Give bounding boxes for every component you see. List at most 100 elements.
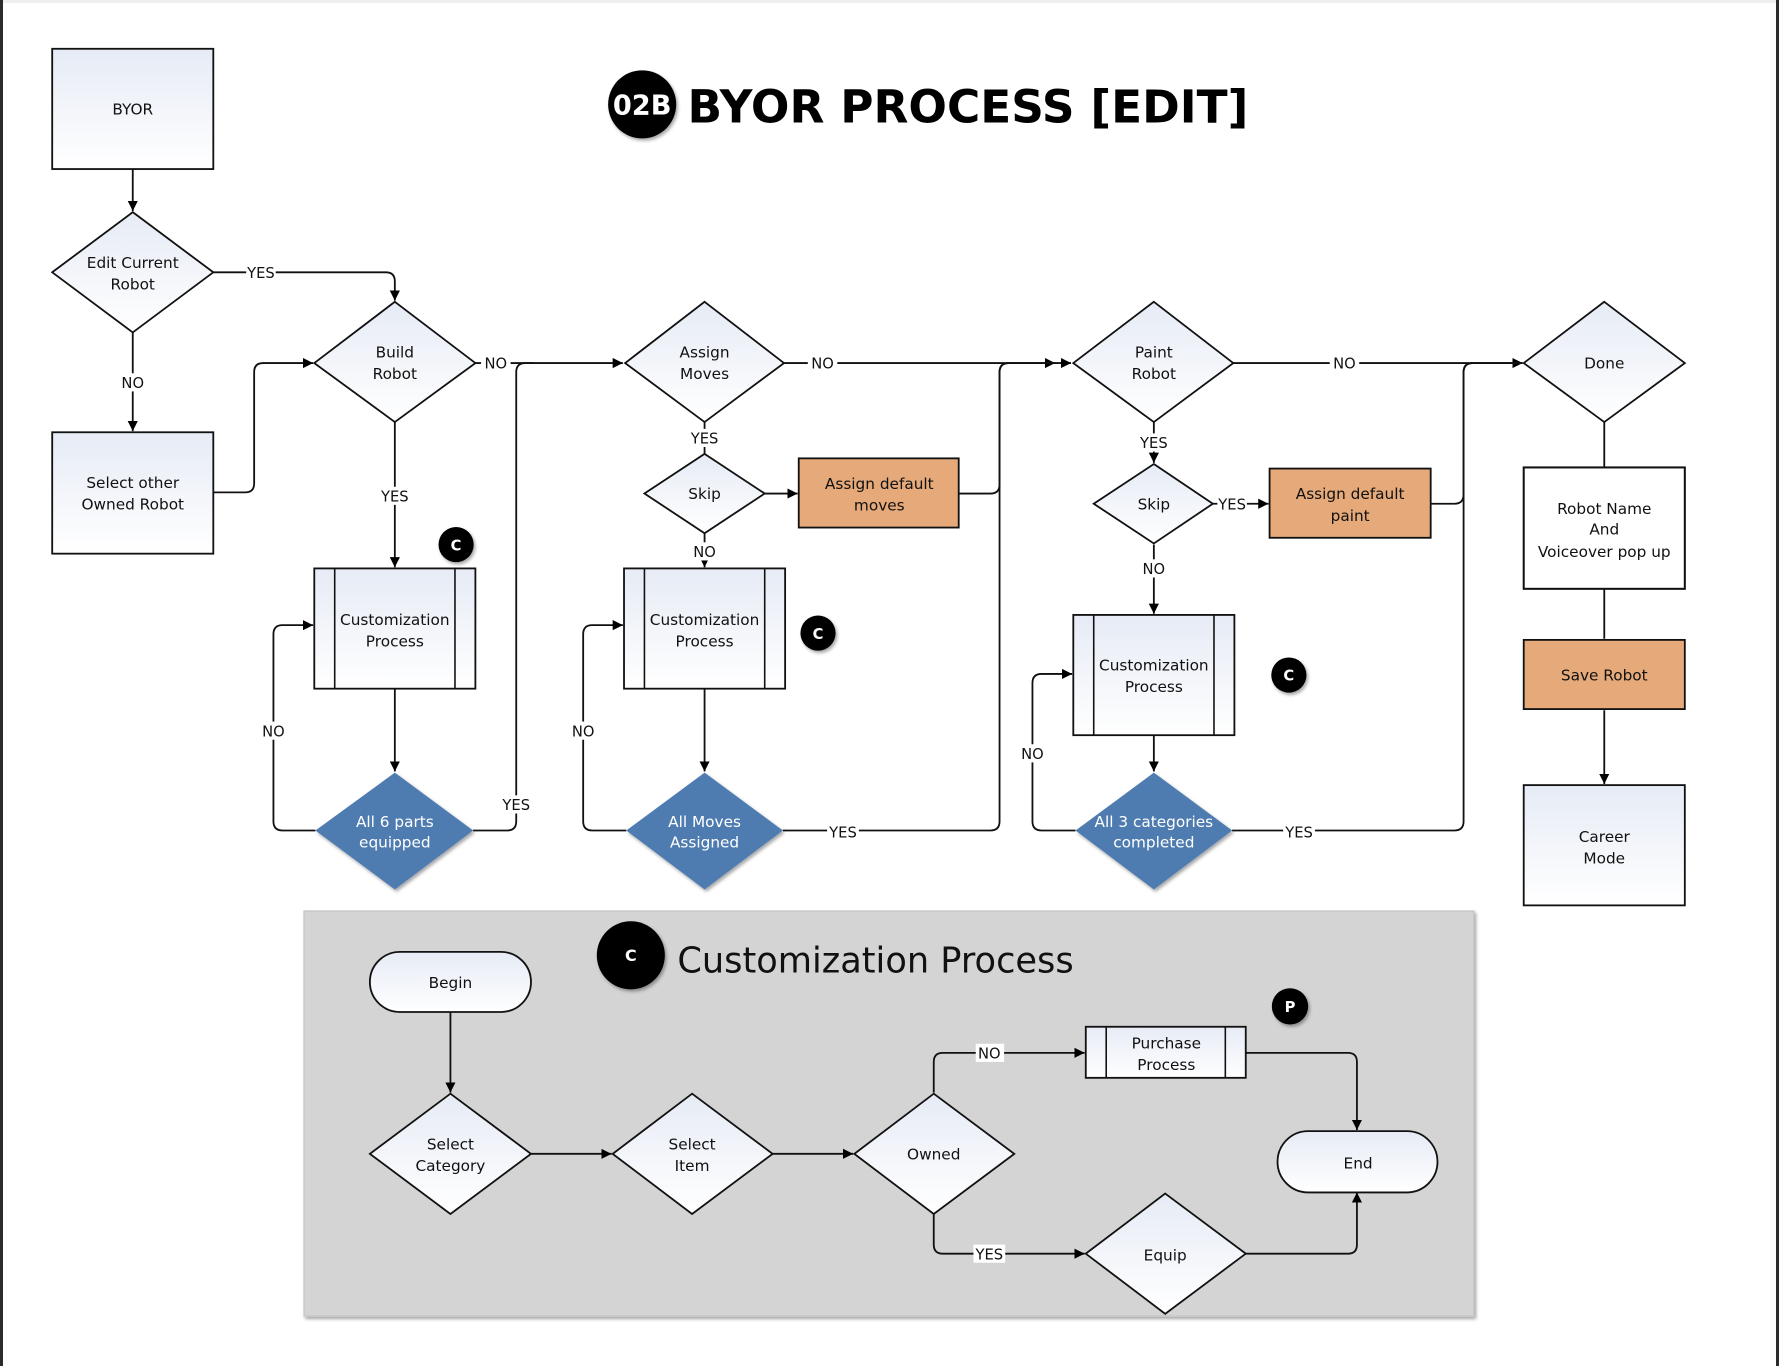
badge-c-2: C [800,615,836,651]
panel-badge [596,921,665,990]
decision-paint-robot[interactable]: Paint Robot [1071,300,1235,424]
page-title: 02B BYOR PROCESS [EDIT] [608,70,1249,139]
node-byor[interactable]: BYOR [51,47,215,170]
node-career-mode[interactable]: Career Mode [1522,784,1686,907]
decision-select-category[interactable]: Select Category [368,1092,533,1216]
decision-skip-paint[interactable]: Skip [1092,462,1215,545]
svg-text:Voiceover pop up: Voiceover pop up [1538,543,1671,561]
label-check2-no: NO [572,723,595,740]
svg-text:Select other: Select other [86,474,180,492]
subprocess-purchase-process[interactable]: Purchase Process [1084,1025,1247,1079]
svg-text:Paint: Paint [1135,343,1173,361]
label-paint-yes: YES [1139,435,1168,452]
svg-text:C: C [1283,668,1294,685]
svg-text:Mode: Mode [1583,849,1625,867]
action-assign-default-paint[interactable]: Assign default paint [1268,467,1432,539]
label-skip-paint-yes: YES [1217,496,1246,513]
svg-text:End: End [1344,1155,1373,1173]
svg-text:Assign: Assign [680,343,730,361]
decision-equip[interactable]: Equip [1084,1192,1248,1315]
page-right-border [1776,0,1779,1366]
svg-text:C: C [813,626,824,643]
svg-text:Build: Build [376,343,414,361]
action-save-robot[interactable]: Save Robot [1522,638,1686,711]
subprocess-customization-1[interactable]: Customization Process [313,567,477,690]
label-owned-no: NO [978,1046,1001,1063]
node-robot-name-voiceover-popup[interactable]: Robot Name And Voiceover pop up [1522,466,1686,590]
svg-text:Equip: Equip [1144,1246,1187,1264]
svg-text:moves: moves [854,497,905,515]
label-edit-yes: YES [246,265,275,282]
svg-text:Moves: Moves [680,365,729,383]
label-assign-no: NO [811,356,834,373]
badge-p: P [1271,988,1309,1025]
check-all-3-categories-completed[interactable]: All 3 categories completed [1075,772,1233,890]
svg-text:Process: Process [676,633,734,651]
label-edit-no: NO [121,375,144,392]
label-owned-yes: YES [975,1246,1004,1263]
sub-connectors [445,1012,1363,1259]
edge-check1-yes-assign [473,362,534,832]
decision-select-item[interactable]: Select Item [611,1092,775,1216]
label-check3-yes: YES [1284,824,1313,841]
svg-text:C: C [451,537,462,554]
action-assign-default-moves[interactable]: Assign default moves [797,457,960,529]
svg-text:All Moves: All Moves [668,813,741,831]
panel-title: C Customization Process [596,921,1074,990]
svg-text:Skip: Skip [1138,495,1171,513]
decision-done[interactable]: Done [1522,300,1687,424]
badge-c-3: C [1271,657,1307,693]
label-skip-paint-no: NO [1143,561,1166,578]
label-build-no: NO [484,356,507,373]
svg-text:Career: Career [1579,828,1631,846]
edge-check2-yes-paint [782,362,1009,832]
label-check3-no: NO [1021,746,1044,763]
svg-text:completed: completed [1113,834,1194,852]
svg-text:Done: Done [1584,355,1624,373]
label-check2-yes: YES [828,824,857,841]
svg-text:Customization: Customization [1099,657,1209,675]
check-all-moves-assigned[interactable]: All Moves Assigned [626,772,783,890]
decision-edit-current-robot[interactable]: Edit Current Robot [50,211,215,334]
subprocess-customization-2[interactable]: Customization Process [623,567,787,690]
edge-edit-yes-build [213,271,400,301]
svg-text:BYOR: BYOR [112,101,153,119]
label-assign-yes: YES [690,431,719,448]
decision-assign-moves[interactable]: Assign Moves [623,300,786,424]
svg-text:And: And [1589,520,1619,538]
svg-text:All 6 parts: All 6 parts [356,813,434,831]
svg-text:Process: Process [1125,678,1183,696]
label-check1-yes: YES [501,797,530,814]
svg-text:Purchase: Purchase [1132,1034,1201,1052]
svg-text:Category: Category [415,1157,485,1175]
terminal-begin[interactable]: Begin [368,950,532,1013]
page-left-border [0,0,3,1366]
svg-text:Item: Item [675,1157,710,1175]
main-edge-labels: YES NO NO YES NO YES NO YES NO NO YES NO… [118,263,1360,841]
svg-text:Save Robot: Save Robot [1561,667,1648,685]
svg-text:Robot: Robot [1132,365,1176,383]
svg-text:Process: Process [366,633,424,651]
title-badge-text: 02B [613,91,672,122]
check-all-6-parts-equipped[interactable]: All 6 parts equipped [315,772,474,890]
svg-text:Process: Process [1137,1056,1195,1074]
svg-text:Assigned: Assigned [670,834,739,852]
terminal-end[interactable]: End [1276,1130,1439,1194]
svg-text:paint: paint [1331,507,1370,525]
subprocess-customization-3[interactable]: Customization Process [1072,614,1236,737]
svg-text:Robot Name: Robot Name [1557,500,1651,518]
decision-build-robot[interactable]: Build Robot [312,300,477,424]
title-text: BYOR PROCESS [EDIT] [688,81,1249,134]
panel-title-text: Customization Process [677,940,1073,981]
label-paint-no: NO [1333,356,1356,373]
label-check1-no: NO [262,723,285,740]
svg-text:Robot: Robot [373,365,417,383]
decision-skip-moves[interactable]: Skip [642,452,767,535]
badge-c-1: C [438,526,474,563]
node-select-other-owned-robot[interactable]: Select other Owned Robot [51,431,215,555]
svg-text:Customization: Customization [340,611,450,629]
decision-owned[interactable]: Owned [852,1092,1016,1216]
edge-default-moves-paint [958,357,1072,495]
svg-text:Select: Select [427,1135,474,1153]
